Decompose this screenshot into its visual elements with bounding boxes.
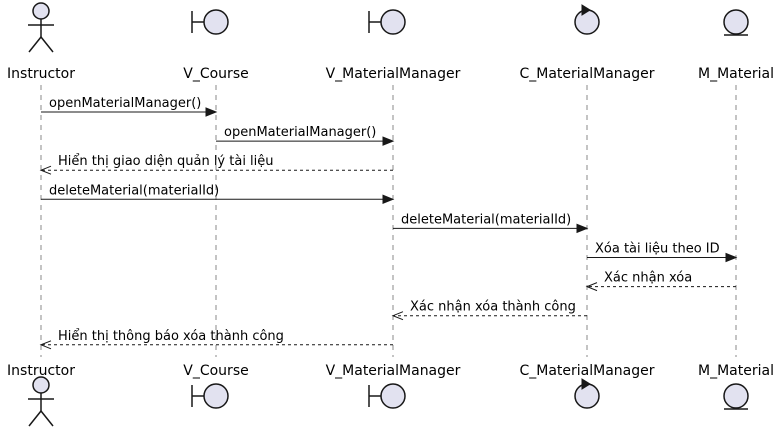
message-2: openMaterialManager() bbox=[216, 125, 395, 146]
participant-name: Instructor bbox=[7, 66, 75, 82]
boundary-icon bbox=[368, 9, 406, 35]
participant-name: C_MaterialManager bbox=[519, 363, 654, 379]
participant-c_material_manager-top: C_MaterialManager bbox=[519, 4, 655, 82]
message-8: Xác nhận xóa thành công bbox=[391, 300, 587, 321]
arrowhead-icon bbox=[39, 340, 52, 350]
messages: openMaterialManager() openMaterialManager… bbox=[39, 96, 738, 350]
message-4: deleteMaterial(materialId) bbox=[41, 183, 395, 205]
entity-icon bbox=[723, 9, 749, 36]
message-6: Xóa tài liệu theo ID bbox=[587, 242, 738, 263]
boundary-icon bbox=[368, 383, 406, 409]
boundary-icon bbox=[191, 9, 229, 35]
message-label: deleteMaterial(materialId) bbox=[49, 183, 219, 198]
arrowhead-icon bbox=[725, 252, 738, 263]
participant-name: V_Course bbox=[183, 66, 248, 82]
message-7: Xác nhận xóa bbox=[585, 271, 736, 292]
message-label: openMaterialManager() bbox=[49, 96, 201, 111]
participants-bottom: Instructor V_Course V_MaterialManager C_Mat… bbox=[7, 363, 774, 427]
participant-name: M_Material bbox=[698, 66, 774, 82]
participant-v_course-bottom: V_Course bbox=[183, 363, 249, 409]
message-label: openMaterialManager() bbox=[224, 125, 376, 140]
actor-icon bbox=[28, 2, 54, 53]
entity-icon bbox=[723, 383, 749, 410]
message-5: deleteMaterial(materialId) bbox=[393, 212, 589, 234]
participant-name: V_Course bbox=[183, 363, 248, 379]
arrowhead-icon bbox=[391, 311, 404, 321]
message-label: Hiển thị thông báo xóa thành công bbox=[58, 329, 284, 344]
participant-name: V_MaterialManager bbox=[326, 66, 461, 82]
participant-instructor-top: Instructor bbox=[7, 2, 75, 82]
message-label: deleteMaterial(materialId) bbox=[401, 212, 571, 227]
participant-m_material-bottom: M_Material bbox=[698, 363, 774, 410]
participant-name: Instructor bbox=[7, 363, 75, 379]
message-label: Hiển thị giao diện quản lý tài liệu bbox=[58, 154, 274, 169]
control-icon bbox=[574, 378, 600, 409]
arrowhead-icon bbox=[205, 107, 218, 117]
participant-name: M_Material bbox=[698, 363, 774, 379]
participant-name: V_MaterialManager bbox=[326, 363, 461, 379]
message-1: openMaterialManager() bbox=[41, 96, 218, 117]
boundary-icon bbox=[191, 383, 229, 409]
arrowhead-icon bbox=[576, 223, 589, 234]
participant-name: C_MaterialManager bbox=[519, 66, 654, 82]
participant-c_material_manager-bottom: C_MaterialManager bbox=[519, 363, 655, 409]
participant-m_material-top: M_Material bbox=[698, 9, 774, 82]
control-icon bbox=[574, 4, 600, 35]
message-3: Hiển thị giao diện quản lý tài liệu bbox=[39, 154, 393, 175]
message-label: Xóa tài liệu theo ID bbox=[595, 242, 720, 257]
message-label: Xác nhận xóa thành công bbox=[410, 300, 576, 315]
lifelines bbox=[40, 85, 737, 357]
participants-top: Instructor V_Course V_MaterialManager C_Mat… bbox=[7, 2, 774, 82]
participant-v_course-top: V_Course bbox=[183, 9, 249, 82]
arrowhead-icon bbox=[382, 136, 395, 146]
participant-v_material_manager-bottom: V_MaterialManager bbox=[326, 363, 461, 409]
arrowhead-icon bbox=[585, 282, 598, 292]
actor-icon bbox=[28, 376, 54, 427]
participant-v_material_manager-top: V_MaterialManager bbox=[326, 9, 461, 82]
arrowhead-icon bbox=[39, 165, 52, 175]
message-9: Hiển thị thông báo xóa thành công bbox=[39, 329, 393, 350]
participant-instructor-bottom: Instructor bbox=[7, 363, 75, 427]
arrowhead-icon bbox=[382, 194, 395, 205]
message-label: Xác nhận xóa bbox=[604, 271, 692, 286]
